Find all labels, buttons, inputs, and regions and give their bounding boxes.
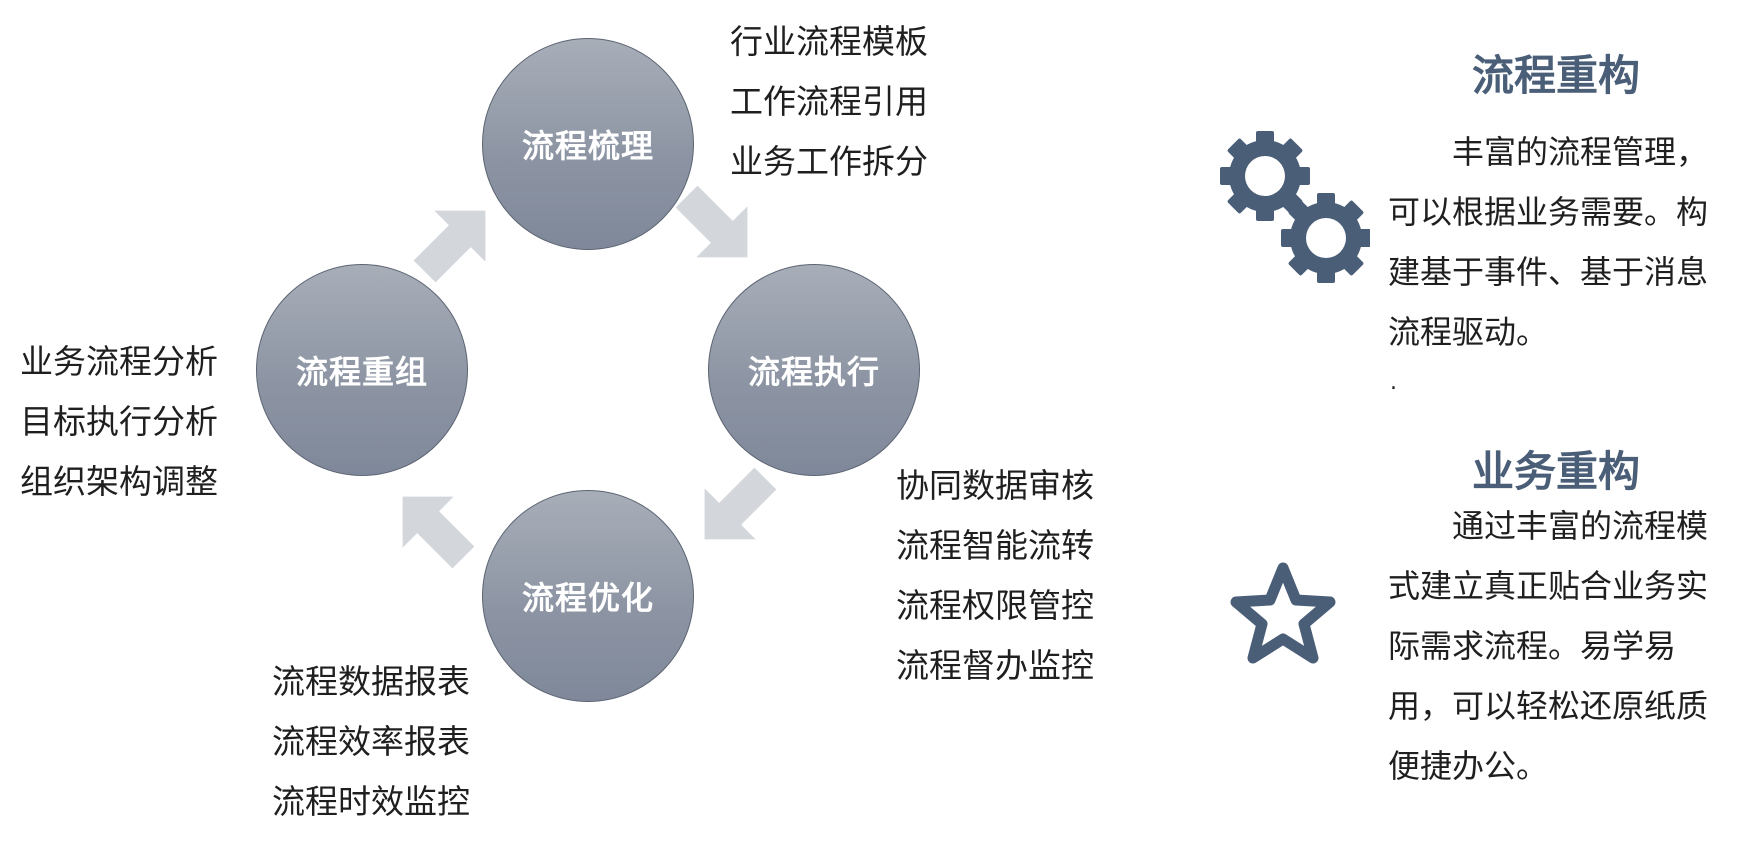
list-item: 行业流程模板 xyxy=(730,22,928,61)
list-item: 目标执行分析 xyxy=(20,402,218,441)
star-icon xyxy=(1228,560,1338,668)
list-item: 业务流程分析 xyxy=(20,342,218,381)
arrow-top-to-right xyxy=(655,165,779,289)
node-left-label: 流程重组 xyxy=(295,353,428,391)
list-bottom: 流程数据报表 流程效率报表 流程时效监控 xyxy=(272,652,470,832)
list-item: 流程效率报表 xyxy=(272,722,470,761)
list-item: 组织架构调整 xyxy=(20,462,218,501)
section-title-process: 流程重构 xyxy=(1471,51,1640,100)
node-right-label: 流程执行 xyxy=(747,353,880,391)
arrow-left-to-top xyxy=(393,179,517,303)
arrow-right-to-bottom xyxy=(673,447,797,571)
list-item: 协同数据审核 xyxy=(896,466,1094,505)
arrow-bottom-to-left xyxy=(371,465,495,589)
gears-icon xyxy=(1220,130,1371,285)
list-item: 流程时效监控 xyxy=(272,782,470,821)
node-bottom-label: 流程优化 xyxy=(521,579,654,617)
node-top: 流程梳理 xyxy=(482,38,694,250)
list-item: 流程权限管控 xyxy=(896,586,1094,625)
list-top: 行业流程模板 工作流程引用 业务工作拆分 xyxy=(730,12,928,192)
list-item: 业务工作拆分 xyxy=(730,142,928,181)
node-top-label: 流程梳理 xyxy=(521,127,654,165)
list-item: 流程数据报表 xyxy=(272,662,470,701)
node-bottom: 流程优化 xyxy=(482,490,694,702)
node-left: 流程重组 xyxy=(256,264,468,476)
node-right: 流程执行 xyxy=(708,264,920,476)
section-title-business: 业务重构 xyxy=(1471,447,1640,496)
trailing-dot: . xyxy=(1390,370,1397,395)
list-left: 业务流程分析 目标执行分析 组织架构调整 xyxy=(20,332,218,512)
list-item: 流程智能流转 xyxy=(896,526,1094,565)
list-item: 工作流程引用 xyxy=(730,82,928,121)
section-text-business: 通过丰富的流程模式建立真正贴合业务实际需求流程。易学易用，可以轻松还原纸质便捷办… xyxy=(1388,507,1709,785)
section-text-process: 丰富的流程管理，可以根据业务需要。构建基于事件、基于消息流程驱动。 xyxy=(1388,133,1709,351)
list-item: 流程督办监控 xyxy=(896,646,1094,685)
list-right: 协同数据审核 流程智能流转 流程权限管控 流程督办监控 xyxy=(896,456,1094,696)
